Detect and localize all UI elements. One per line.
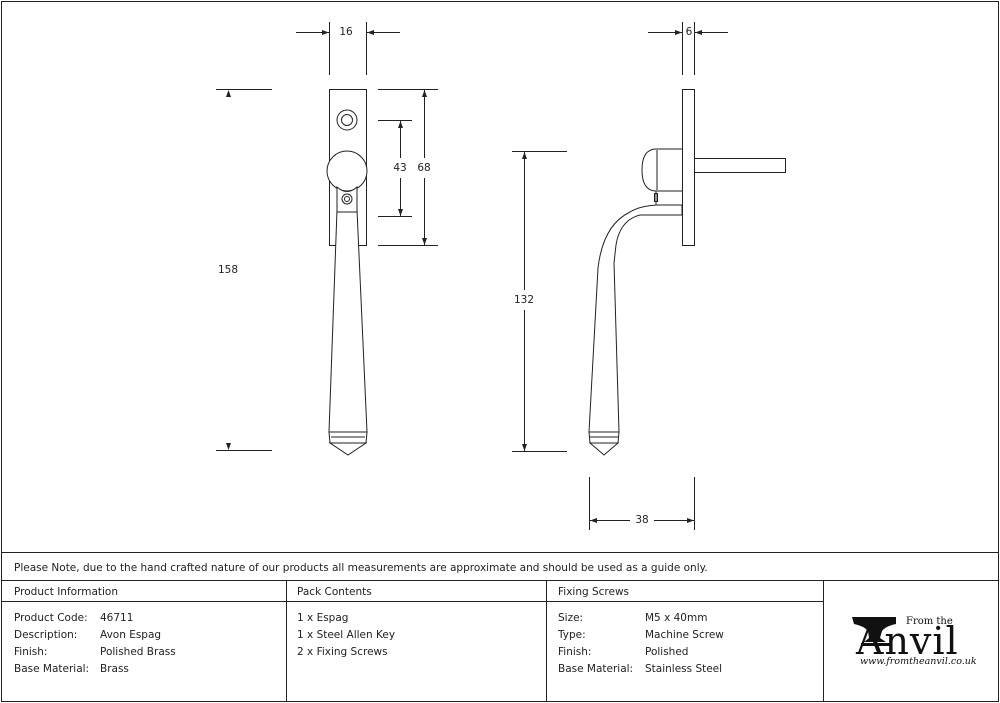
dim-label-knob-spacing: 43 <box>393 162 407 174</box>
screw-size-value: M5 x 40mm <box>645 612 708 624</box>
backplate-side <box>682 89 695 246</box>
arrow-16-right <box>367 30 374 35</box>
screw-type-value: Machine Screw <box>645 629 724 641</box>
side-tip <box>588 442 620 456</box>
screw-hole-outer <box>336 109 358 131</box>
side-arrowheads <box>522 30 702 523</box>
screw-material-value: Stainless Steel <box>645 663 723 675</box>
fixing-screws-heading: Fixing Screws <box>558 586 630 598</box>
product-code-label: Product Code: <box>14 612 88 624</box>
arrow-132-bottom <box>522 444 527 451</box>
boss-neck <box>336 185 358 213</box>
arrow-158-top <box>226 90 231 97</box>
dim-label-plate-width: 16 <box>339 26 353 38</box>
lever-profile <box>588 204 683 433</box>
dim-label-plate-height: 68 <box>417 162 431 174</box>
description-value: Avon Espag <box>100 629 162 641</box>
description-label: Description: <box>14 629 78 641</box>
knob-boss <box>326 150 368 192</box>
pack-item: 2 x Fixing Screws <box>297 646 388 658</box>
base-material-value: Brass <box>100 663 129 675</box>
product-information-heading: Product Information <box>14 586 118 598</box>
spindle <box>694 158 786 173</box>
arrow-43-top <box>398 121 403 128</box>
screw-hole-inner <box>341 114 353 126</box>
measurement-note: Please Note, due to the hand crafted nat… <box>14 562 708 574</box>
arrow-16-left <box>322 30 329 35</box>
screw-type-label: Type: <box>558 629 586 641</box>
arrow-38-right <box>687 518 694 523</box>
screw-material-label: Base Material: <box>558 663 634 675</box>
finish-label: Finish: <box>14 646 48 658</box>
product-code-value: 46711 <box>100 612 134 624</box>
front-arrowheads <box>226 30 427 450</box>
dim-label-projection: 38 <box>635 514 649 526</box>
grub-screw-inner <box>344 196 350 202</box>
logo-from-the: From the <box>906 616 953 627</box>
knob-dome <box>641 148 682 192</box>
front-view <box>216 22 438 456</box>
arrow-158-bottom <box>226 443 231 450</box>
arrow-68-top <box>422 90 427 97</box>
dim-label-total-height: 158 <box>217 264 239 276</box>
pack-item: 1 x Steel Allen Key <box>297 629 396 641</box>
screw-size-label: Size: <box>558 612 584 624</box>
dim-label-side-height: 132 <box>513 294 535 306</box>
side-view <box>512 22 786 530</box>
arrow-132-top <box>522 152 527 159</box>
screw-finish-value: Polished <box>645 646 689 658</box>
arrow-6-right <box>695 30 702 35</box>
base-material-label: Base Material: <box>14 663 90 675</box>
logo-brand: Anvil <box>856 619 959 663</box>
logo-url: www.fromtheanvil.co.uk <box>860 656 977 667</box>
grub-screw-outer <box>341 193 353 205</box>
lever-tip <box>328 442 368 456</box>
pack-contents-heading: Pack Contents <box>297 586 372 598</box>
screw-finish-label: Finish: <box>558 646 592 658</box>
finish-value: Polished Brass <box>100 646 176 658</box>
anvil-icon <box>852 617 896 646</box>
arrow-43-bottom <box>398 209 403 216</box>
arrow-6-left <box>675 30 682 35</box>
pack-item: 1 x Espag <box>297 612 349 624</box>
grub-screw-side <box>654 193 658 202</box>
arrow-68-bottom <box>422 238 427 245</box>
arrow-38-left <box>590 518 597 523</box>
dim-label-side-thickness: 6 <box>685 26 693 38</box>
